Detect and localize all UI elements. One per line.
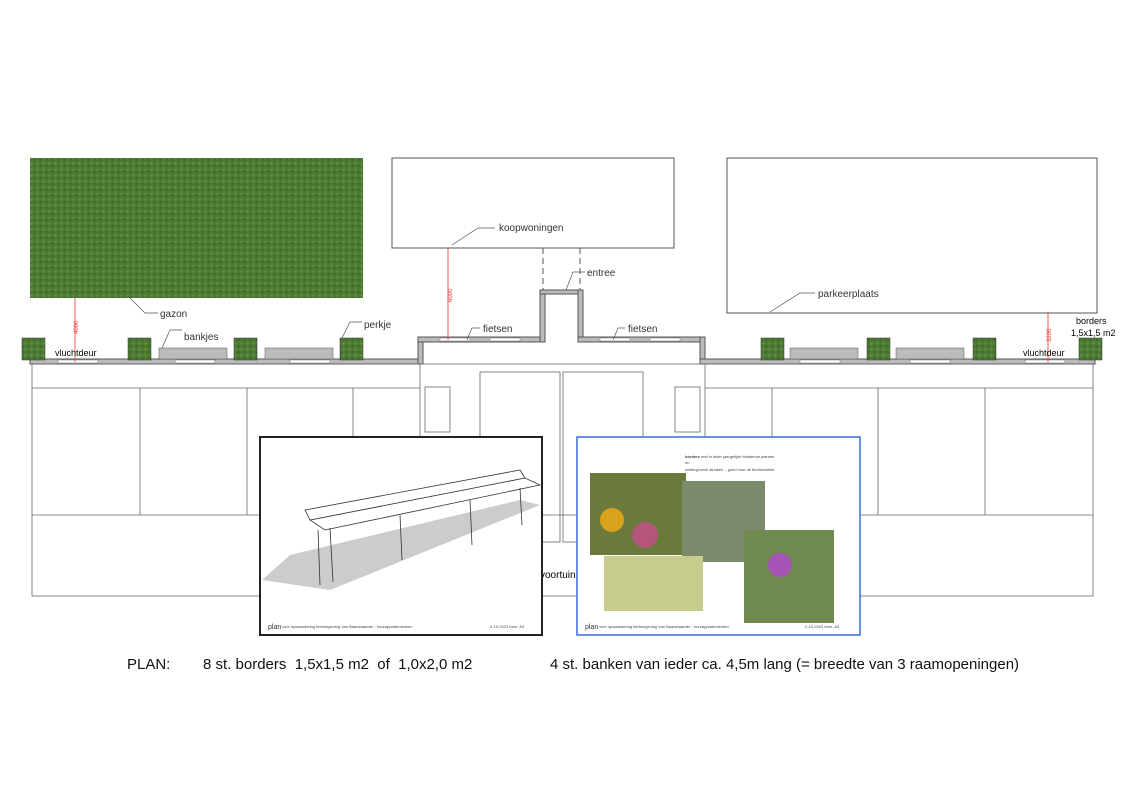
label-entree: entree xyxy=(587,268,616,279)
svg-text:2-10-2023 form. A3: 2-10-2023 form. A3 xyxy=(490,624,525,629)
border-8 xyxy=(1078,337,1103,361)
inset-borders: borders met in ieder jaargetijde bloeien… xyxy=(576,436,861,636)
svg-text:plan: plan xyxy=(268,624,281,631)
svg-text:borders met in ieder jaargetij: borders met in ieder jaargetijde bloeien… xyxy=(685,454,774,459)
dimension-left: 4000 xyxy=(74,320,80,334)
border-1 xyxy=(21,337,46,361)
label-fietsen-left: fietsen xyxy=(483,324,512,335)
caption-banken: 4 st. banken van ieder ca. 4,5m lang (= … xyxy=(550,656,1020,673)
label-vluchtdeur-right: vluchtdeur xyxy=(1023,348,1065,358)
bench-sketch xyxy=(304,469,542,586)
border-7 xyxy=(972,337,997,361)
border-4 xyxy=(339,337,364,361)
svg-text:plan: plan xyxy=(585,624,598,631)
bench-4 xyxy=(895,347,965,360)
photo-verbena xyxy=(744,530,834,623)
label-gazon: gazon xyxy=(160,309,187,320)
dimension-middle: 6000 xyxy=(448,288,454,302)
label-borders: borders xyxy=(1076,316,1107,326)
label-bankjes: bankjes xyxy=(184,332,218,343)
koopwoningen-building xyxy=(391,157,675,249)
bench-3 xyxy=(789,347,859,360)
label-fietsen-right: fietsen xyxy=(628,324,657,335)
benches xyxy=(158,347,965,360)
apartment-building xyxy=(31,363,1094,597)
label-voortuin: voortuin xyxy=(540,570,576,581)
svg-text:voor opwaardering leefomgeving: voor opwaardering leefomgeving Van Baars… xyxy=(282,624,412,629)
caption-borders: 8 st. borders 1,5x1,5 m2 of 1,0x2,0 m2 xyxy=(203,656,473,673)
facade-wall xyxy=(29,289,1096,365)
bench-2 xyxy=(264,347,334,360)
svg-text:voor opwaardering leefomgeving: voor opwaardering leefomgeving Van Baars… xyxy=(599,624,729,629)
dimension-right: 3200 xyxy=(1047,328,1053,342)
label-koopwoningen: koopwoningen xyxy=(499,223,564,234)
gazon-lawn xyxy=(30,158,363,298)
bench-1 xyxy=(158,347,228,360)
label-vluchtdeur-left: vluchtdeur xyxy=(55,348,97,358)
border-3 xyxy=(233,337,258,361)
border-2 xyxy=(127,337,152,361)
border-5 xyxy=(760,337,785,361)
photo-wintergreen xyxy=(604,556,703,611)
label-parkeerplaats: parkeerplaats xyxy=(818,289,879,300)
svg-text:en: en xyxy=(685,460,689,465)
label-perkje: perkje xyxy=(364,320,392,331)
borders xyxy=(21,337,1103,361)
label-borders-size: 1,5x1,5 m2 xyxy=(1071,328,1116,338)
caption-plan: PLAN: xyxy=(127,656,171,673)
inset-bench: plan voor opwaardering leefomgeving Van … xyxy=(259,436,543,636)
svg-text:wintergroene struiken .. goed: wintergroene struiken .. goed voor de bi… xyxy=(685,467,775,472)
parkeerplaats-area xyxy=(726,157,1098,314)
dimension-lines xyxy=(74,248,1049,362)
border-6 xyxy=(866,337,891,361)
svg-text:2-10-2023 form. A3: 2-10-2023 form. A3 xyxy=(805,624,840,629)
